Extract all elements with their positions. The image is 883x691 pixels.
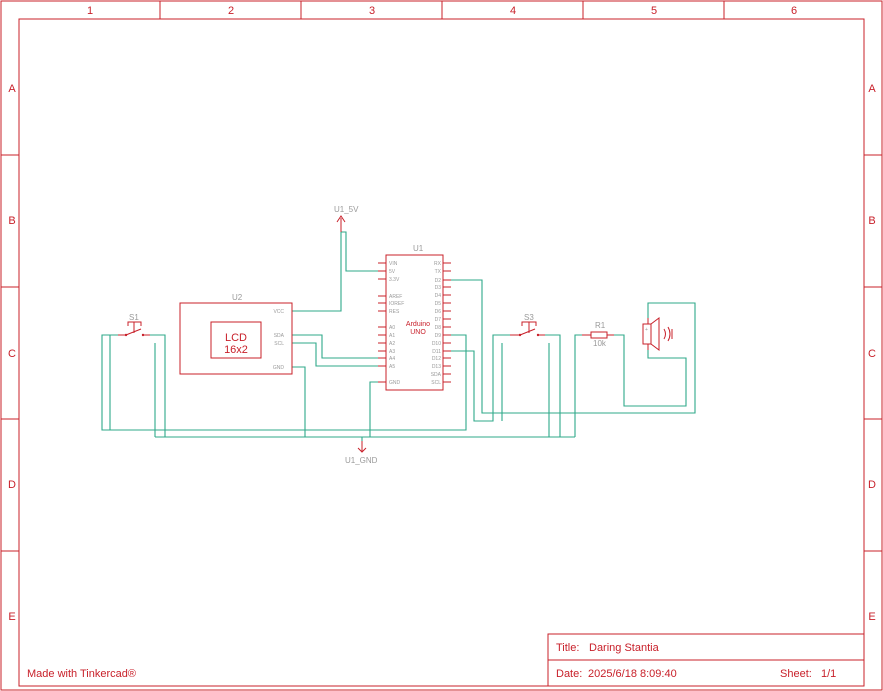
row-label: D	[868, 479, 876, 491]
row-label: E	[8, 611, 15, 623]
wire-5v	[292, 232, 342, 312]
arduino-pin-label: D8	[435, 325, 442, 331]
arduino-pin-label: TX	[435, 269, 442, 275]
arduino-model-label: UNO	[410, 329, 426, 336]
column-label: 6	[791, 5, 797, 17]
arduino-pin-label: A3	[389, 349, 395, 355]
arduino-pin-label: D10	[432, 341, 441, 347]
arduino-pin-label: D9	[435, 333, 442, 339]
row-label: B	[8, 215, 15, 227]
wire-5v-arduino	[341, 231, 378, 272]
lcd-pin-label: SDA	[274, 333, 285, 339]
ground-symbol[interactable]: U1_GND	[345, 441, 378, 465]
lcd-pin-label: VCC	[273, 309, 284, 315]
date-value: 2025/6/18 8:09:40	[588, 668, 677, 680]
wire-scl	[292, 342, 378, 367]
arduino-pin-label: A0	[389, 325, 395, 331]
arduino-pin-label: AREF	[389, 294, 402, 300]
arduino-pin-label: D5	[435, 301, 442, 307]
arduino-pin-label: IOREF	[389, 301, 404, 307]
lcd-label: LCD	[225, 332, 247, 344]
row-label: E	[868, 611, 875, 623]
svg-text:+: +	[645, 327, 648, 333]
arduino-pin-label: D12	[432, 356, 441, 362]
push-button-s3[interactable]: S3	[510, 313, 545, 337]
arduino-pin-label: D4	[435, 293, 442, 299]
arduino-pin-label: GND	[389, 380, 401, 386]
arduino-pin-label: D3	[435, 285, 442, 291]
arduino-pin-label: D2	[435, 278, 442, 284]
arduino-uno-u1[interactable]: U1 VIN5V3.3VAREFIOREFRESA0A1A2A3A4A5GND …	[378, 244, 451, 391]
arduino-pin-label: D11	[432, 349, 441, 355]
wire-r1-left	[574, 334, 582, 437]
date-label: Date:	[556, 668, 582, 680]
column-label: 5	[651, 5, 657, 17]
r1-ref: R1	[595, 321, 606, 330]
column-label: 1	[87, 5, 93, 17]
sheet-label: Sheet:	[780, 668, 812, 680]
title-label: Title:	[556, 642, 579, 654]
lcd-pin-label: GND	[273, 365, 285, 371]
arduino-label: Arduino	[406, 321, 430, 328]
lcd-module-u2[interactable]: U2 LCD 16x2 VCC SDA SCL GND	[179, 293, 293, 375]
arduino-pin-label: RX	[434, 261, 442, 267]
column-label: 2	[228, 5, 234, 17]
lcd-size-label: 16x2	[224, 344, 248, 356]
wire-s3-left	[451, 334, 510, 422]
u2-ref: U2	[232, 293, 243, 302]
lcd-pin-label: SCL	[274, 341, 284, 347]
push-button-s1[interactable]: S1	[118, 313, 150, 337]
wire-s1-right	[150, 334, 166, 437]
row-label: C	[8, 348, 16, 360]
made-with-label: Made with Tinkercad®	[27, 668, 136, 680]
arduino-pin-label: A4	[389, 356, 395, 362]
arduino-pin-label: A5	[389, 364, 395, 370]
arduino-pin-label: D13	[432, 364, 441, 370]
s3-ref: S3	[524, 313, 534, 322]
wire-arduino-gnd	[369, 381, 378, 437]
wires	[101, 231, 696, 441]
power-label: U1_5V	[334, 205, 359, 214]
row-label: A	[868, 83, 876, 95]
power-symbol-5v[interactable]: U1_5V	[334, 205, 359, 232]
column-label: 3	[369, 5, 375, 17]
u1-ref: U1	[413, 244, 424, 253]
title-value: Daring Stantia	[589, 642, 660, 654]
sheet-value: 1/1	[821, 668, 836, 680]
s1-ref: S1	[129, 313, 139, 322]
arduino-pin-label: RES	[389, 309, 400, 315]
arduino-pin-label: D7	[435, 317, 442, 323]
resistor-r1[interactable]: R1 10k	[582, 321, 614, 348]
wire-d2-speaker	[451, 279, 696, 414]
row-label: B	[868, 215, 875, 227]
arduino-pin-label: D6	[435, 309, 442, 315]
arduino-pin-label: SDA	[431, 372, 442, 378]
wire-lcd-gnd	[292, 366, 306, 437]
arduino-pin-label: 5V	[389, 269, 396, 275]
row-label: C	[868, 348, 876, 360]
ground-label: U1_GND	[345, 456, 378, 465]
wire-s3-right	[545, 334, 561, 437]
arduino-pin-label: A1	[389, 333, 395, 339]
arduino-pin-label: A2	[389, 341, 395, 347]
row-label: D	[8, 479, 16, 491]
wire-sda	[292, 334, 378, 359]
column-label: 4	[510, 5, 516, 17]
r1-value: 10k	[593, 339, 607, 348]
wire-r1-right	[614, 334, 687, 407]
arduino-pin-label: SCL	[431, 380, 441, 386]
speaker-icon[interactable]: +	[642, 317, 673, 351]
title-block: Title: Daring Stantia Date: 2025/6/18 8:…	[547, 633, 865, 687]
arduino-pin-label: VIN	[389, 261, 398, 267]
row-label: A	[8, 83, 16, 95]
arduino-pin-label: 3.3V	[389, 277, 400, 283]
wire-s1-left	[101, 334, 467, 431]
